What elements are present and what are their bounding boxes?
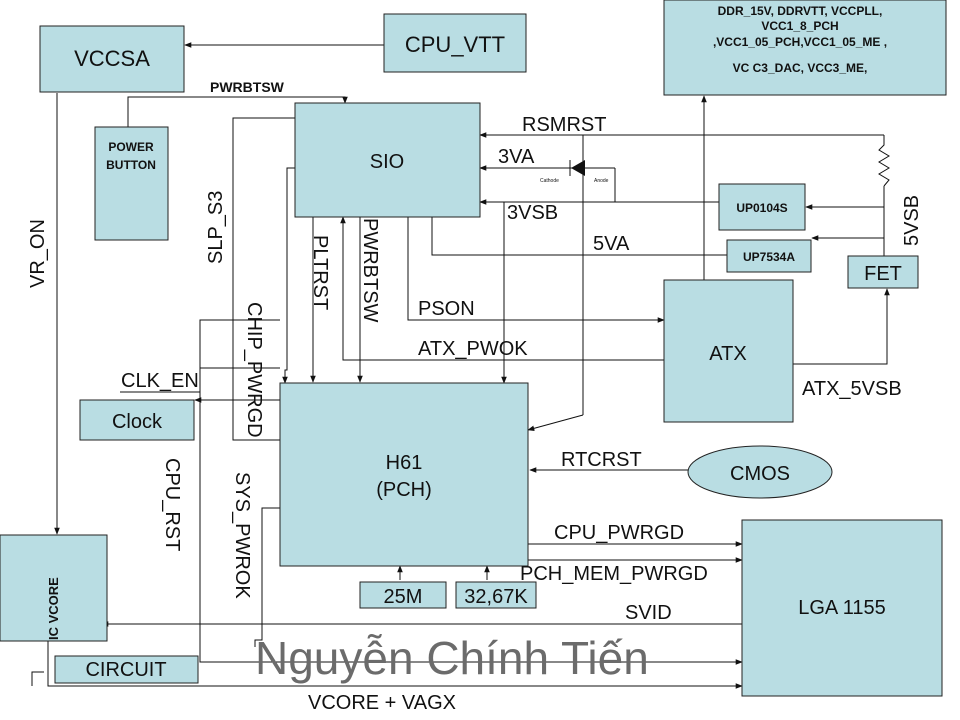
signal-sys-pwrok: SYS_PWROK (231, 472, 253, 599)
signal-vcore-vagx: VCORE + VAGX (308, 692, 456, 714)
circuit-label: CIRCUIT (85, 659, 166, 681)
lga-label: LGA 1155 (798, 597, 885, 619)
clock-label: Clock (112, 411, 163, 433)
fet-label: FET (864, 263, 902, 285)
power-button-label-2: BUTTON (106, 158, 156, 172)
pch-block: H61 (PCH) (279, 382, 529, 567)
wire-circuit (31, 671, 44, 686)
cpu-vtt-label: CPU_VTT (405, 32, 505, 57)
atx-block: ATX (663, 279, 794, 423)
signal-slp-s3: SLP_S3 (205, 191, 227, 264)
wire-cpu-rst (199, 319, 743, 665)
signal-atx-pwok: ATX_PWOK (418, 338, 528, 360)
signal-svid: SVID (625, 602, 672, 624)
signal-5vsb: 5VSB (901, 195, 923, 246)
wire-atx-pwok (340, 216, 664, 361)
wire-pwrbtsw-top (127, 96, 348, 127)
wire-atx-5vsb (793, 288, 890, 365)
power-button-block: POWER BUTTON (94, 126, 169, 241)
signal-chip-pwrgd: CHIP_PWRGD (243, 302, 265, 438)
ic-vcore-block: IC VCORE (0, 534, 108, 642)
up0104s-block: UP0104S (718, 183, 806, 231)
crystal-32k-label: 32,67K (464, 586, 528, 608)
signal-vr-on: VR_ON (27, 219, 49, 288)
circuit-block: CIRCUIT (54, 655, 199, 684)
up0104s-label: UP0104S (736, 201, 787, 215)
wires (31, 42, 890, 689)
signal-pwrbtsw-vertical: PWRBTSW (359, 218, 381, 323)
power-button-label-1: POWER (108, 140, 154, 154)
signal-pltrst: PLTRST (309, 235, 331, 310)
signal-cpu-pwrgd: CPU_PWRGD (554, 522, 684, 544)
rails-line-4: VC C3_DAC, VCC3_ME, (733, 61, 868, 75)
signal-rtcrst: RTCRST (561, 449, 642, 471)
pch-label-1: H61 (386, 452, 423, 474)
up7534a-block: UP7534A (726, 239, 812, 273)
vccsa-label: VCCSA (74, 46, 150, 71)
rails-line-3: ,VCC1_05_PCH,VCC1_05_ME , (713, 35, 887, 49)
wire-pson (407, 217, 665, 323)
signal-labels: PWRBTSW RSMRST 3VA 3VSB 5VA 5VSB VR_ON S… (27, 79, 923, 714)
rails-block: DDR_15V, DDRVTT, VCCPLL, VCC1_8_PCH ,VCC… (663, 0, 947, 96)
cmos-block: CMOS (687, 445, 833, 499)
cmos-label: CMOS (730, 463, 790, 485)
wire-vcore-vagx (47, 640, 743, 689)
wire-rsmrst-pch (527, 414, 584, 432)
sio-label: SIO (370, 151, 404, 173)
diode-icon: Cathode Anode (540, 160, 609, 184)
fet-block: FET (847, 255, 919, 289)
crystal-25m-label: 25M (384, 586, 423, 608)
pch-label-2: (PCH) (376, 479, 432, 501)
ic-vcore-label: IC VCORE (46, 577, 61, 640)
wire-chip-pwrgd (282, 167, 295, 384)
signal-cpu-rst: CPU_RST (161, 458, 183, 551)
crystal-25m-block: 25M (359, 581, 447, 609)
signal-clk-en: CLK_EN (121, 370, 199, 392)
signal-atx-5vsb: ATX_5VSB (802, 378, 902, 400)
wire-5va (431, 217, 727, 256)
diode-anode-label: Anode (594, 178, 609, 184)
up7534a-label: UP7534A (743, 250, 795, 264)
lga-block: LGA 1155 (741, 519, 943, 697)
wire-sys-pwrok (254, 507, 280, 647)
signal-5va: 5VA (593, 233, 630, 255)
signal-rsmrst: RSMRST (522, 114, 606, 136)
sio-block: SIO (294, 102, 481, 218)
signal-pson: PSON (418, 298, 475, 320)
wire-slp-s3 (232, 117, 295, 441)
signal-3va: 3VA (498, 146, 535, 168)
resistor (878, 135, 890, 187)
watermark-text: Nguyễn Chính Tiến (255, 632, 649, 684)
rails-line-2: VCC1_8_PCH (761, 19, 838, 33)
cpu-vtt-block: CPU_VTT (383, 13, 527, 73)
clock-block: Clock (79, 399, 195, 441)
rails-line-1: DDR_15V, DDRVTT, VCCPLL, (718, 4, 883, 18)
atx-label: ATX (709, 343, 746, 365)
crystal-32k-block: 32,67K (455, 581, 537, 609)
signal-3vsb: 3VSB (507, 202, 558, 224)
signal-pch-mem-pwrgd: PCH_MEM_PWRGD (520, 563, 708, 585)
vccsa-block: VCCSA (39, 25, 185, 93)
signal-pwrbtsw-top: PWRBTSW (210, 79, 285, 95)
diode-cathode-label: Cathode (540, 178, 559, 184)
